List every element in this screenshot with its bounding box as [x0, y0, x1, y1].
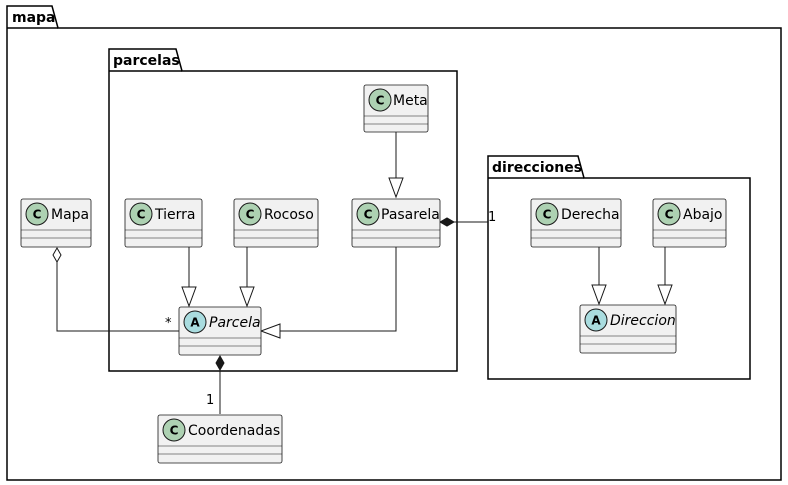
class-parcela[interactable]: A Parcela [178, 306, 262, 356]
composition-diamond-parcela [215, 354, 225, 372]
class-rocoso[interactable]: C Rocoso [233, 198, 319, 248]
class-mapa[interactable]: C Mapa [20, 198, 92, 248]
generalization-arrow-pasarela-parcela [259, 323, 281, 339]
generalization-arrow-derecha [591, 284, 607, 306]
class-direccion-name: Direccion [610, 313, 676, 329]
class-stereotype-icon [368, 88, 392, 112]
class-stereotype-letter: C [364, 208, 373, 222]
abstract-stereotype-icon [584, 308, 608, 332]
class-abajo-name: Abajo [683, 207, 723, 223]
class-stereotype-icon [162, 418, 186, 442]
generalization-arrow-tierra [181, 286, 197, 308]
edge-pasarela-parcela [280, 247, 397, 332]
composition-diamond-pasarela [438, 217, 456, 227]
package-mapa-title: mapa [12, 10, 56, 26]
edge-mapa-parcela [56, 262, 179, 332]
class-mapa-name: Mapa [51, 207, 89, 223]
multiplicity-parcela-coordenadas: 1 [206, 393, 214, 408]
class-meta-name: Meta [393, 93, 428, 109]
class-tierra[interactable]: C Tierra [124, 198, 203, 248]
class-stereotype-letter: C [137, 208, 146, 222]
aggregation-diamond-mapa [52, 246, 62, 264]
abstract-stereotype-letter: A [190, 316, 200, 330]
class-pasarela-name: Pasarela [381, 207, 440, 223]
class-parcela-name: Parcela [209, 315, 261, 331]
class-stereotype-letter: C [543, 208, 552, 222]
package-parcelas-title: parcelas [113, 53, 180, 69]
class-stereotype-letter: C [376, 94, 385, 108]
class-meta[interactable]: C Meta [363, 84, 429, 133]
package-direcciones-title: direcciones [492, 160, 582, 176]
class-stereotype-icon [535, 202, 559, 226]
class-stereotype-icon [238, 202, 262, 226]
class-stereotype-icon [129, 202, 153, 226]
multiplicity-mapa-parcela: * [165, 316, 172, 331]
class-direccion[interactable]: A Direccion [579, 304, 677, 354]
class-abajo[interactable]: C Abajo [652, 198, 727, 248]
class-derecha[interactable]: C Derecha [530, 198, 622, 248]
class-stereotype-letter: C [665, 208, 674, 222]
class-rocoso-name: Rocoso [264, 207, 314, 223]
class-stereotype-icon [657, 202, 681, 226]
class-stereotype-letter: C [33, 208, 42, 222]
generalization-arrow-pasarela [388, 177, 404, 199]
generalization-arrow-rocoso [239, 286, 255, 308]
class-pasarela[interactable]: C Pasarela [351, 198, 441, 248]
class-stereotype-letter: C [170, 424, 179, 438]
class-stereotype-letter: C [246, 208, 255, 222]
abstract-stereotype-letter: A [591, 314, 601, 328]
class-tierra-name: Tierra [154, 207, 195, 223]
class-stereotype-icon [356, 202, 380, 226]
class-stereotype-icon [25, 202, 49, 226]
edges [52, 132, 673, 414]
class-coordenadas[interactable]: C Coordenadas [157, 414, 283, 464]
class-coordenadas-name: Coordenadas [188, 423, 280, 439]
abstract-stereotype-icon [183, 310, 207, 334]
generalization-arrow-abajo [657, 284, 673, 306]
multiplicity-pasarela-direcciones: 1 [488, 210, 496, 225]
class-derecha-name: Derecha [561, 207, 620, 223]
